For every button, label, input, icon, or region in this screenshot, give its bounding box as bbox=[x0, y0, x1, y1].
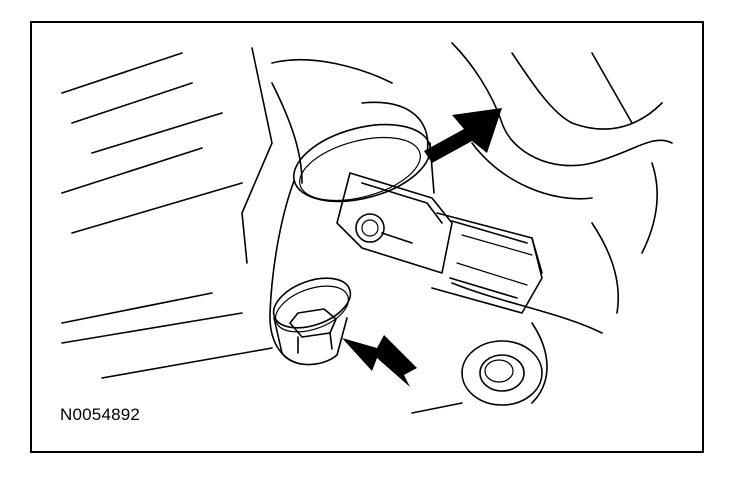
housing-outline bbox=[451, 42, 673, 404]
upper-arrow-icon bbox=[424, 108, 502, 163]
mounting-eye bbox=[411, 340, 543, 414]
figure-frame: N0054892 bbox=[30, 21, 704, 453]
figure-id-label: N0054892 bbox=[60, 405, 141, 424]
sensor-body bbox=[336, 172, 543, 314]
engine-block-outline bbox=[61, 47, 429, 379]
bolt bbox=[272, 277, 352, 366]
sensor-boss bbox=[269, 123, 435, 364]
sensor-illustration bbox=[61, 42, 673, 414]
lower-arrow-icon bbox=[342, 335, 417, 387]
